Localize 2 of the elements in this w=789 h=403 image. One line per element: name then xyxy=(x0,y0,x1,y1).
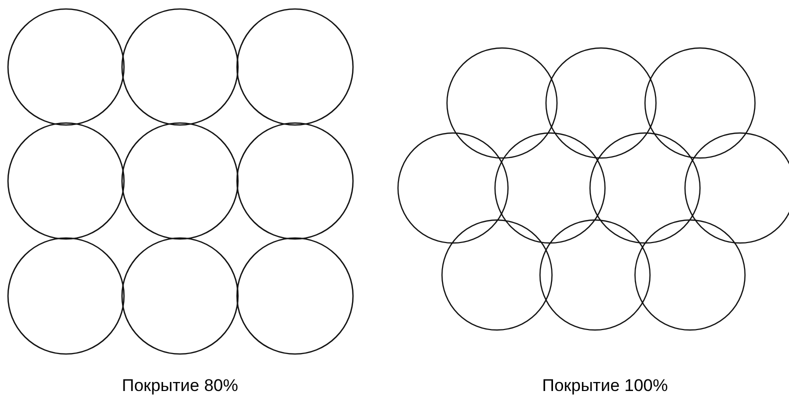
caption: Покрытие 100% xyxy=(542,375,668,397)
caption: Покрытие 80% xyxy=(122,375,238,397)
